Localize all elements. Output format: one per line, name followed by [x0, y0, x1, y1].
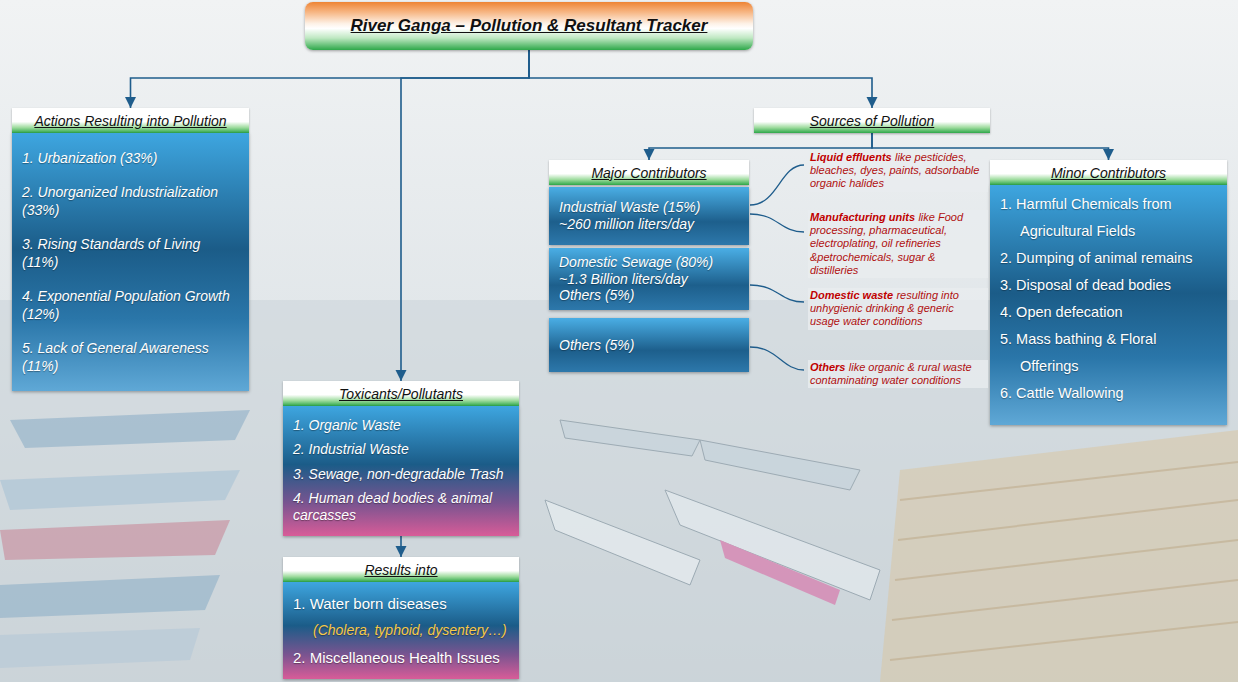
panel-body: 1. Harmful Chemicals from Agricultural F… — [990, 185, 1227, 425]
boat — [665, 490, 880, 600]
heading-bar: Sources of Pollution — [754, 108, 990, 133]
callout-term: Manufacturing units — [810, 211, 915, 223]
process-box: Others (5%) — [549, 318, 749, 372]
list-item: 3. Rising Standards of Living (11%) — [22, 235, 239, 271]
panel-body: 1. Water born diseases (Cholera, typhoid,… — [283, 582, 519, 679]
heading-box: Sources of Pollution — [754, 108, 990, 133]
callout-note: Liquid effluentslike pesticides, bleache… — [808, 150, 988, 192]
callout-note: Domestic wasteresulting into unhygienic … — [808, 288, 988, 330]
leader-line — [750, 347, 804, 370]
boat — [0, 575, 220, 618]
process-box: Domestic Sewage (80%)~1.3 Billion liters… — [549, 248, 749, 310]
list-item: 3. Sewage, non-degradable Trash — [293, 466, 509, 484]
panel-heading: Sources of Pollution — [810, 113, 935, 129]
list-item: 1. Harmful Chemicals from Agricultural F… — [1000, 191, 1217, 245]
box-text: Others (5%) — [559, 287, 739, 304]
callout-term: Others — [810, 361, 845, 373]
list-item: 3. Disposal of dead bodies — [1000, 272, 1217, 299]
list-item: 5. Mass bathing & Floral Offerings — [1000, 326, 1217, 380]
connector-arrow — [400, 536, 402, 557]
list-item: 4. Open defecation — [1000, 299, 1217, 326]
list-item: 4. Human dead bodies & animal carcasses — [293, 490, 509, 525]
list-item: 2. Industrial Waste — [293, 441, 509, 459]
connector-arrow — [131, 50, 530, 108]
heading-bar: Major Contributors — [549, 160, 749, 185]
connector-arrow — [401, 50, 529, 381]
box-text: ~1.3 Billion liters/day — [559, 271, 739, 288]
list-item: (Cholera, typhoid, dysentery…) — [293, 621, 509, 639]
box-text: Industrial Waste (15%) — [559, 199, 739, 216]
panel-body: Others (5%) — [549, 318, 749, 372]
panel-heading: Toxicants/Pollutants — [339, 386, 463, 402]
list-item: 2. Dumping of animal remains — [1000, 245, 1217, 272]
list-item: 2. Unorganized Industrialization (33%) — [22, 183, 239, 219]
callout-note: Manufacturing unitslike Food processing,… — [808, 210, 988, 278]
ghat-steps — [880, 430, 1238, 682]
diagram-title: River Ganga – Pollution & Resultant Trac… — [343, 16, 716, 36]
list-item: 2. Miscellaneous Health Issues — [293, 648, 509, 668]
callout-note: Otherslike organic & rural waste contami… — [808, 360, 988, 388]
panel-box: Results into 1. Water born diseases (Chole… — [283, 557, 519, 679]
heading-bar: Minor Contributors — [990, 160, 1227, 185]
panel-heading: Results into — [364, 562, 437, 578]
boat — [700, 440, 860, 490]
panel-heading: Actions Resulting into Pollution — [34, 113, 226, 129]
title-banner: River Ganga – Pollution & Resultant Trac… — [305, 2, 753, 50]
heading-bar: Toxicants/Pollutants — [283, 381, 519, 406]
box-text: Domestic Sewage (80%) — [559, 254, 739, 271]
boat — [10, 410, 250, 448]
list-item: 5. Lack of General Awareness (11%) — [22, 339, 239, 375]
panel-heading: Minor Contributors — [1051, 165, 1166, 181]
panel-body: Industrial Waste (15%)~260 million liter… — [549, 187, 749, 245]
boat — [0, 470, 240, 510]
heading-bar: Actions Resulting into Pollution — [12, 108, 249, 133]
leader-line — [750, 285, 804, 302]
leader-line — [750, 214, 804, 232]
process-box: Industrial Waste (15%)~260 million liter… — [549, 187, 749, 245]
panel-box: Actions Resulting into Pollution 1. Urban… — [12, 108, 249, 391]
leader-line — [750, 165, 804, 205]
list-item: 1. Urbanization (33%) — [22, 149, 239, 167]
panel-body: 1. Organic Waste 2. Industrial Waste 3. Se… — [283, 406, 519, 536]
panel-box: Minor Contributors 1. Harmful Chemicals f… — [990, 160, 1227, 425]
box-text: ~260 million liters/day — [559, 216, 739, 233]
leader-lines — [750, 165, 804, 370]
panel-box: Toxicants/Pollutants 1. Organic Waste 2. I… — [283, 381, 519, 536]
heading-box: Major Contributors — [549, 160, 749, 185]
connector-arrow — [529, 50, 872, 108]
boat-canopy — [720, 540, 840, 605]
box-text: Others (5%) — [559, 337, 739, 354]
panel-heading: Major Contributors — [591, 165, 706, 181]
boat — [560, 420, 700, 456]
callout-term: Liquid effluents — [810, 151, 892, 163]
list-item: 1. Water born diseases — [293, 594, 509, 614]
list-item: 6. Cattle Wallowing — [1000, 380, 1217, 407]
panel-body: 1. Urbanization (33%) 2. Unorganized Indu… — [12, 133, 249, 391]
ghat-step-lines — [890, 462, 1238, 660]
list-item: 4. Exponential Population Growth (12%) — [22, 287, 239, 323]
heading-bar: Results into — [283, 557, 519, 582]
list-item: 1. Organic Waste — [293, 417, 509, 435]
boat — [0, 628, 200, 668]
callout-term: Domestic waste — [810, 289, 893, 301]
panel-body: Domestic Sewage (80%)~1.3 Billion liters… — [549, 248, 749, 310]
boat — [0, 520, 230, 560]
